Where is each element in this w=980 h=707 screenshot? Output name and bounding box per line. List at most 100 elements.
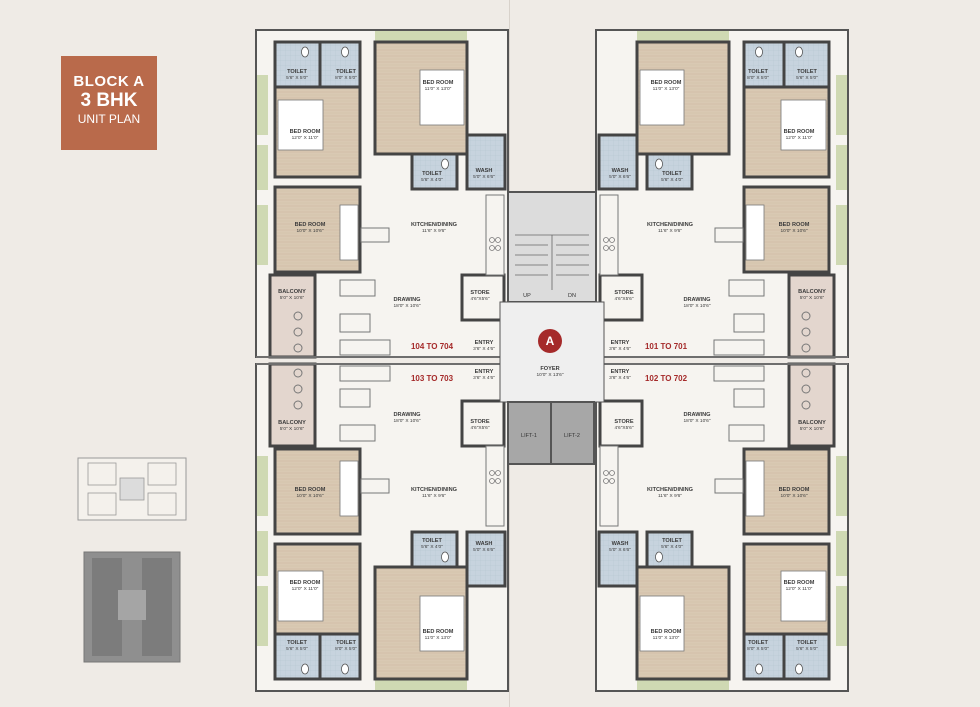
bl-balcony-dim: 5'0" X 10'6" bbox=[280, 426, 305, 432]
bl-drawing-name: DRAWING bbox=[393, 412, 420, 418]
tr-kitchen-dining-name: KITCHEN/DINING bbox=[647, 222, 693, 228]
tr-toilet-1-name: TOILET bbox=[797, 69, 817, 75]
block-tag-subtitle: UNIT PLAN bbox=[77, 112, 141, 126]
tr-bed-room-small-dim: 10'0" X 10'6" bbox=[780, 228, 807, 234]
br-wash-dim: 5'0" X 6'6" bbox=[609, 547, 631, 553]
tl-bed-room-small-name: BED ROOM bbox=[295, 222, 326, 228]
block-tag-type: 3 BHK bbox=[80, 90, 138, 111]
bl-bed-room-master-dim: 11'0" X 13'0" bbox=[425, 635, 452, 641]
bl-wash-dim: 5'0" X 6'6" bbox=[473, 547, 495, 553]
stair-treads bbox=[515, 234, 589, 290]
block-tag: BLOCK A 3 BHK UNIT PLAN bbox=[61, 56, 157, 150]
bl-toilet-3-name: TOILET bbox=[422, 538, 442, 544]
tl-bed-room-side-name: BED ROOM bbox=[290, 129, 321, 135]
bl-wash-name: WASH bbox=[476, 541, 493, 547]
tl-bed-room-master-dim: 11'0" X 13'0" bbox=[425, 86, 452, 92]
br-bed-room-side-dim: 12'0" X 11'0" bbox=[786, 586, 813, 592]
br-wash-name: WASH bbox=[612, 541, 629, 547]
tl-toilet-3-name: TOILET bbox=[422, 171, 442, 177]
tl-toilet-2-dim: 8'0" X 5'0" bbox=[335, 75, 357, 81]
br-entry-dim: 3'6" X 4'6" bbox=[609, 375, 631, 381]
bl-balcony-name: BALCONY bbox=[278, 420, 306, 426]
tl-kitchen-dining-name: KITCHEN/DINING bbox=[411, 222, 457, 228]
tl-toilet-2-name: TOILET bbox=[336, 69, 356, 75]
tl-store-name: STORE bbox=[470, 290, 489, 296]
br-toilet-1-name: TOILET bbox=[797, 640, 817, 646]
block-marker-letter: A bbox=[546, 334, 555, 348]
br-kitchen-dining-dim: 11'6" X 9'6" bbox=[658, 493, 682, 499]
tr-entry-name: ENTRY bbox=[611, 340, 630, 346]
bl-bed-room-small-name: BED ROOM bbox=[295, 487, 326, 493]
bl-kitchen-dining-name: KITCHEN/DINING bbox=[411, 487, 457, 493]
tr-bed-room-small-name: BED ROOM bbox=[779, 222, 810, 228]
br-kitchen-dining-name: KITCHEN/DINING bbox=[647, 487, 693, 493]
tl-toilet-3-dim: 5'6" X 4'0" bbox=[421, 177, 443, 183]
bl-entry-name: ENTRY bbox=[475, 369, 494, 375]
br-toilet-2-dim: 8'0" X 5'0" bbox=[747, 646, 769, 652]
unit-number-bottom-left: 103 TO 703 bbox=[411, 374, 454, 383]
bl-store-dim: 4'6"X5'6" bbox=[470, 425, 489, 431]
tl-kitchen-dining-dim: 11'6" X 9'6" bbox=[422, 228, 446, 234]
tr-store-name: STORE bbox=[614, 290, 633, 296]
tr-drawing-dim: 18'0" X 10'6" bbox=[683, 303, 710, 309]
tr-balcony-name: BALCONY bbox=[798, 289, 826, 295]
foyer-name: FOYER bbox=[540, 366, 559, 372]
bl-toilet-2-dim: 8'0" X 5'0" bbox=[335, 646, 357, 652]
bl-toilet-1-name: TOILET bbox=[287, 640, 307, 646]
br-toilet-1-dim: 5'6" X 5'0" bbox=[796, 646, 818, 652]
bl-drawing-dim: 18'0" X 10'6" bbox=[393, 418, 420, 424]
br-bed-room-master-dim: 11'0" X 13'0" bbox=[653, 635, 680, 641]
br-toilet-2-name: TOILET bbox=[748, 640, 768, 646]
tr-store-dim: 4'6"X5'6" bbox=[614, 296, 633, 302]
tr-wash-name: WASH bbox=[612, 168, 629, 174]
br-drawing-dim: 18'0" X 10'6" bbox=[683, 418, 710, 424]
lift-2-label: LIFT-2 bbox=[564, 433, 580, 439]
bl-bed-room-master-name: BED ROOM bbox=[423, 629, 454, 635]
unit-number-top-left: 104 TO 704 bbox=[411, 342, 454, 351]
block-tag-title: BLOCK A bbox=[73, 73, 145, 90]
br-store-name: STORE bbox=[614, 419, 633, 425]
key-plan-thumbnail bbox=[77, 457, 187, 521]
bl-entry-dim: 3'6" X 4'6" bbox=[473, 375, 495, 381]
br-balcony-dim: 5'0" X 10'6" bbox=[800, 426, 825, 432]
bl-kitchen-dining-dim: 11'6" X 9'6" bbox=[422, 493, 446, 499]
tl-entry-name: ENTRY bbox=[475, 340, 494, 346]
lift-1-label: LIFT-1 bbox=[521, 433, 537, 439]
bl-bed-room-side-name: BED ROOM bbox=[290, 580, 321, 586]
tl-bed-room-small-dim: 10'0" X 10'6" bbox=[296, 228, 323, 234]
tr-kitchen-dining-dim: 11'6" X 9'6" bbox=[658, 228, 682, 234]
lift-2-shaft bbox=[550, 401, 595, 465]
tl-balcony-dim: 5'0" X 10'6" bbox=[280, 295, 305, 301]
stair-down-label: DN bbox=[568, 293, 576, 299]
br-toilet-3-dim: 5'6" X 4'0" bbox=[661, 544, 683, 550]
tl-drawing-name: DRAWING bbox=[393, 297, 420, 303]
tr-balcony-dim: 5'0" X 10'6" bbox=[800, 295, 825, 301]
tr-toilet-3-dim: 5'6" X 4'0" bbox=[661, 177, 683, 183]
br-bed-room-master-name: BED ROOM bbox=[651, 629, 682, 635]
tr-toilet-2-name: TOILET bbox=[748, 69, 768, 75]
tr-toilet-2-dim: 8'0" X 5'0" bbox=[747, 75, 769, 81]
block-marker bbox=[538, 329, 562, 353]
tl-bed-room-master-name: BED ROOM bbox=[423, 80, 454, 86]
foyer-dim: 10'0" X 13'6" bbox=[536, 372, 563, 378]
tl-toilet-1-name: TOILET bbox=[287, 69, 307, 75]
tr-bed-room-side-name: BED ROOM bbox=[784, 129, 815, 135]
br-toilet-3-name: TOILET bbox=[662, 538, 682, 544]
unit-number-top-right: 101 TO 701 bbox=[645, 342, 688, 351]
bl-bed-room-small-dim: 10'0" X 10'6" bbox=[296, 493, 323, 499]
br-bed-room-side-name: BED ROOM bbox=[784, 580, 815, 586]
bl-store-name: STORE bbox=[470, 419, 489, 425]
tl-drawing-dim: 18'0" X 10'6" bbox=[393, 303, 420, 309]
tr-toilet-3-name: TOILET bbox=[662, 171, 682, 177]
stair-up-label: UP bbox=[523, 293, 531, 299]
tr-bed-room-master-dim: 11'0" X 13'0" bbox=[653, 86, 680, 92]
br-bed-room-small-name: BED ROOM bbox=[779, 487, 810, 493]
tl-wash-dim: 5'0" X 6'6" bbox=[473, 174, 495, 180]
br-store-dim: 4'6"X5'6" bbox=[614, 425, 633, 431]
tl-wash-name: WASH bbox=[476, 168, 493, 174]
unit-number-bottom-right: 102 TO 702 bbox=[645, 374, 688, 383]
br-drawing-name: DRAWING bbox=[683, 412, 710, 418]
